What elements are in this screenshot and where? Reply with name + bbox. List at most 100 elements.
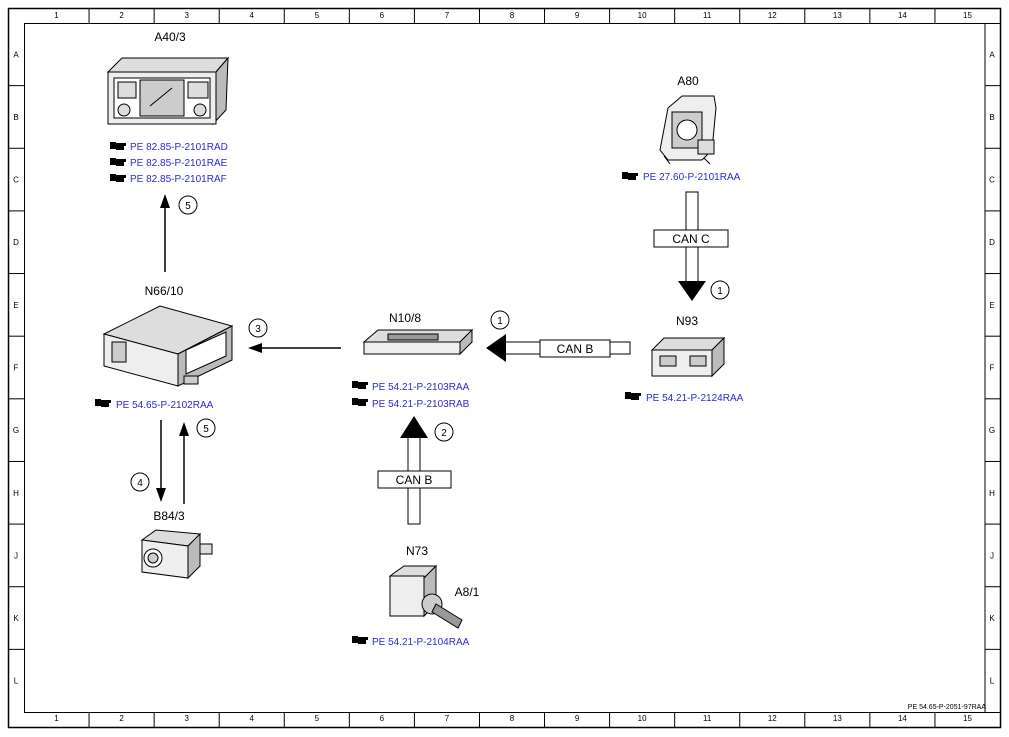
grid-column-label: 10 [638, 11, 647, 20]
grid-column-label: 4 [250, 11, 255, 20]
grid-column-label: 14 [898, 714, 907, 723]
hand-pointer-icon [352, 381, 368, 389]
control-unit-icon [650, 336, 726, 378]
grid-column-label: 14 [898, 11, 907, 20]
grid-column-label: 15 [963, 11, 972, 20]
step-n10-badge: 1 [497, 316, 503, 327]
grid-column-label: 4 [250, 714, 255, 723]
frame-inner [24, 23, 1001, 713]
step-a40-badge: 5 [185, 201, 191, 212]
can-c-connection: CAN C 1 [653, 191, 730, 301]
n10-8-label: N10/8 [389, 311, 421, 325]
grid-row-label: E [989, 301, 994, 310]
hand-pointer-icon [110, 142, 126, 150]
grid-column-label: 2 [119, 714, 124, 723]
step-n73-badge: 2 [441, 428, 447, 439]
hand-pointer-icon [352, 398, 368, 406]
grid-row-label: H [13, 489, 19, 498]
n93-ref-1[interactable]: PE 54.21-P-2124RAA [646, 393, 744, 404]
grid-column-label: 11 [703, 714, 712, 723]
grid-column-label: 3 [184, 11, 189, 20]
grid-row-label: G [13, 426, 19, 435]
b84-3-label: B84/3 [153, 509, 185, 523]
grid-row-label: L [990, 677, 995, 686]
a40-3-ref-2[interactable]: PE 82.85-P-2101RAE [130, 158, 228, 169]
hand-pointer-icon [110, 174, 126, 182]
a40-3-label: A40/3 [154, 30, 186, 44]
b84-3-component: B84/3 [140, 509, 213, 580]
grid-row-label: D [989, 238, 995, 247]
grid-column-label: 1 [54, 11, 59, 20]
hand-pointer-icon [110, 158, 126, 166]
n66-10-component: N66/10 PE 54.65-P-2102RAA [95, 284, 234, 411]
grid-row-label: L [14, 677, 19, 686]
grid-row-label: B [989, 113, 994, 122]
step-b84-down-badge: 4 [137, 478, 143, 489]
n66-10-label: N66/10 [145, 284, 184, 298]
steering-lock-module-icon [659, 95, 717, 165]
grid-row-label: A [13, 50, 19, 59]
n93-component: N93 PE 54.21-P-2124RAA [625, 314, 744, 404]
grid-column-label: 7 [445, 714, 450, 723]
grid-row-label: K [13, 614, 19, 623]
a8-1-label: A8/1 [455, 585, 480, 599]
grid-column-label: 9 [575, 11, 580, 20]
hand-pointer-icon [352, 636, 368, 644]
hand-pointer-icon [622, 172, 638, 180]
grid-column-label: 15 [963, 714, 972, 723]
can-b-horizontal-connection: CAN B 1 [486, 310, 631, 362]
grid-column-label: 13 [833, 714, 842, 723]
grid-row-label: K [989, 614, 995, 623]
grid-column-label: 13 [833, 11, 842, 20]
n93-label: N93 [676, 314, 698, 328]
grid-column-label: 5 [315, 714, 320, 723]
n10-8-ref-2[interactable]: PE 54.21-P-2103RAB [372, 399, 470, 410]
a80-ref-1[interactable]: PE 27.60-P-2101RAA [643, 172, 741, 183]
grid-column-label: 6 [380, 11, 385, 20]
grid-row-label: F [14, 364, 19, 373]
a40-3-ref-3[interactable]: PE 82.85-P-2101RAF [130, 174, 227, 185]
grid-row-label: F [990, 364, 995, 373]
can-b-vertical-connection: CAN B 2 [377, 416, 454, 525]
grid-column-label: 8 [510, 11, 515, 20]
n10-to-n66-connection: 3 [248, 318, 341, 353]
grid-row-label: E [13, 301, 18, 310]
head-unit-icon [106, 56, 230, 126]
grid-column-label: 6 [380, 714, 385, 723]
control-unit-icon [102, 305, 234, 387]
step-b84-up-badge: 5 [203, 424, 209, 435]
a80-component: A80 PE 27.60-P-2101RAA [622, 74, 741, 183]
hand-pointer-icon [625, 392, 641, 400]
can-b-vertical-label: CAN B [396, 473, 433, 487]
ignition-switch-icon [388, 564, 463, 629]
can-b-horizontal-label: CAN B [557, 342, 594, 356]
grid-column-label: 7 [445, 11, 450, 20]
step-a80-badge: 1 [717, 286, 723, 297]
hand-pointer-icon [95, 399, 111, 407]
n66-10-ref-1[interactable]: PE 54.65-P-2102RAA [116, 400, 214, 411]
grid-column-label: 5 [315, 11, 320, 20]
camera-icon [140, 529, 213, 580]
step-n66-badge: 3 [255, 324, 261, 335]
a40-3-refs: PE 82.85-P-2101RAD PE 82.85-P-2101RAE PE… [110, 142, 228, 185]
n66-b84-connection: 4 5 [130, 418, 216, 504]
grid-row-label: H [989, 489, 995, 498]
n66-to-a40-connection: 5 [160, 194, 198, 272]
grid-row-label: J [990, 551, 994, 560]
grid-column-label: 8 [510, 714, 515, 723]
grid-column-label: 12 [768, 11, 777, 20]
n73-label: N73 [406, 544, 428, 558]
n73-component: N73 A8/1 PE 54.21-P-2104RAA [352, 544, 480, 648]
sam-module-icon [362, 328, 474, 356]
can-c-label: CAN C [672, 232, 710, 246]
n10-8-ref-1[interactable]: PE 54.21-P-2103RAA [372, 382, 470, 393]
grid-column-label: 12 [768, 714, 777, 723]
grid-row-label: G [989, 426, 995, 435]
grid-column-label: 10 [638, 714, 647, 723]
n73-ref-1[interactable]: PE 54.21-P-2104RAA [372, 637, 470, 648]
a40-3-ref-1[interactable]: PE 82.85-P-2101RAD [130, 142, 228, 153]
a80-label: A80 [677, 74, 699, 88]
grid-row-label: C [13, 176, 19, 185]
grid-column-label: 9 [575, 714, 580, 723]
